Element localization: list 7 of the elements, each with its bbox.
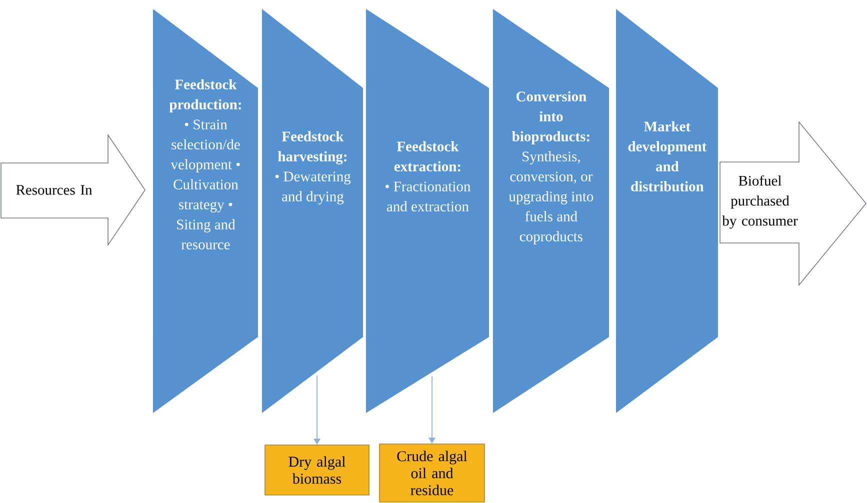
stage-panel: Feedstock production: • Strain selection/de velopment • Cultivation strategy • Siting and resource <box>153 9 258 413</box>
stage-panel: Conversion into bioproducts: Synthesis, conversion, or upgrading into fuels and coproducts <box>493 9 609 413</box>
stage-panel: Feedstock harvesting: • Dewatering and drying <box>262 9 363 413</box>
output-box: Dry algal biomass <box>264 444 370 496</box>
stage-panel: Market development and distribution <box>616 9 718 413</box>
output-box: Crude algal oil and residue <box>379 444 485 502</box>
stage-panel: Feedstock extraction: • Fractionation and extraction <box>366 9 489 413</box>
